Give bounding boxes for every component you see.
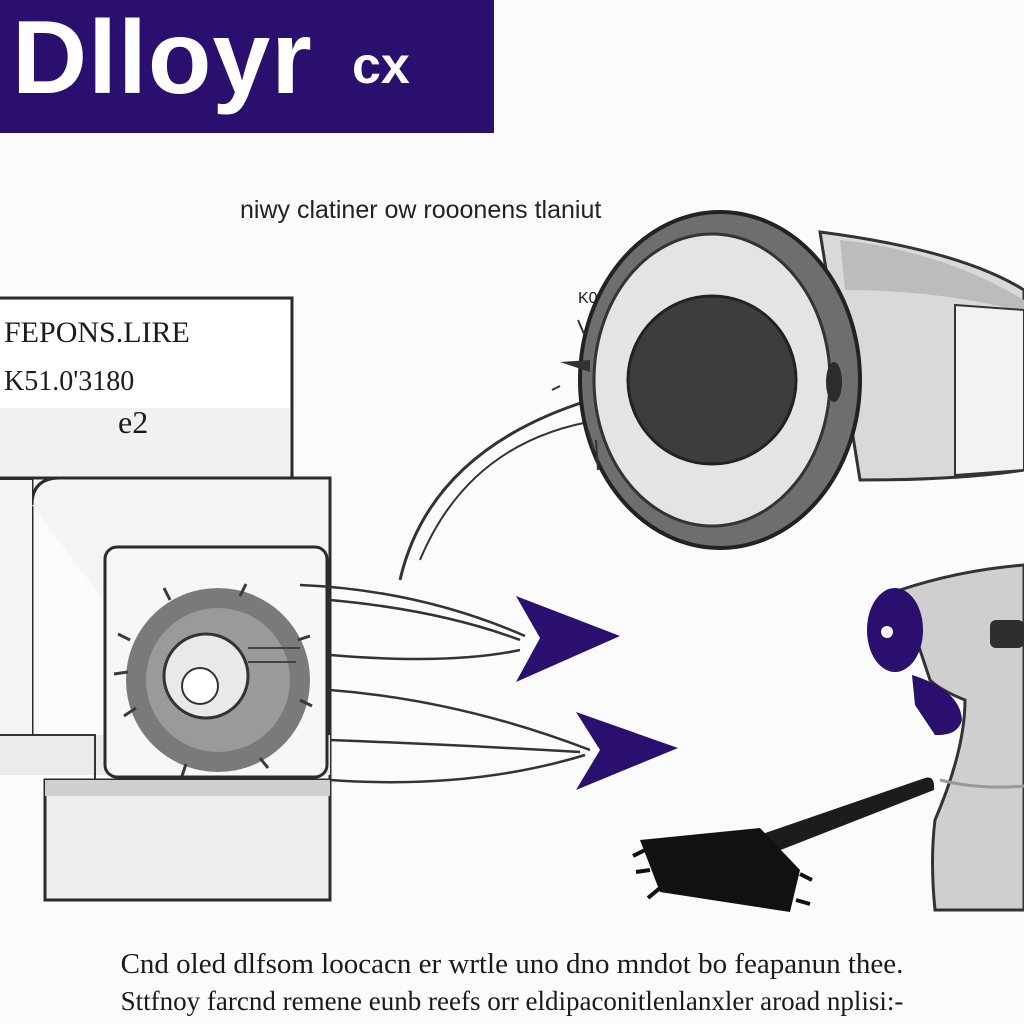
panel-label-line3: e2 xyxy=(118,404,149,440)
panel-label-line1: FEPONS.LIRE xyxy=(4,316,190,349)
dust-ball-icon xyxy=(113,583,313,777)
logo-wordmark: Dlloyr xyxy=(12,0,313,116)
logo-suffix: cx xyxy=(352,37,410,95)
brush-icon xyxy=(632,777,935,912)
logo-bar: Dlloyr cx xyxy=(0,0,494,133)
footer-line1: Cnd oled dlfsom loocacn er wrtle uno dno… xyxy=(120,948,904,980)
dryer-label: K0 xyxy=(578,290,598,307)
diagram-caption: niwy clatiner ow rooonens tlaniut xyxy=(240,196,602,224)
panel-label-line2: K51.0'3180 xyxy=(4,366,135,397)
footer-line2: Sttfnoy farcnd remene eunb reefs orr eld… xyxy=(120,986,904,1016)
arrow-icon xyxy=(516,596,678,790)
handheld-vacuum-icon xyxy=(867,563,1024,912)
airflow-lines xyxy=(299,398,601,784)
machine-housing xyxy=(0,296,332,902)
hair-dryer-icon xyxy=(551,210,1024,550)
